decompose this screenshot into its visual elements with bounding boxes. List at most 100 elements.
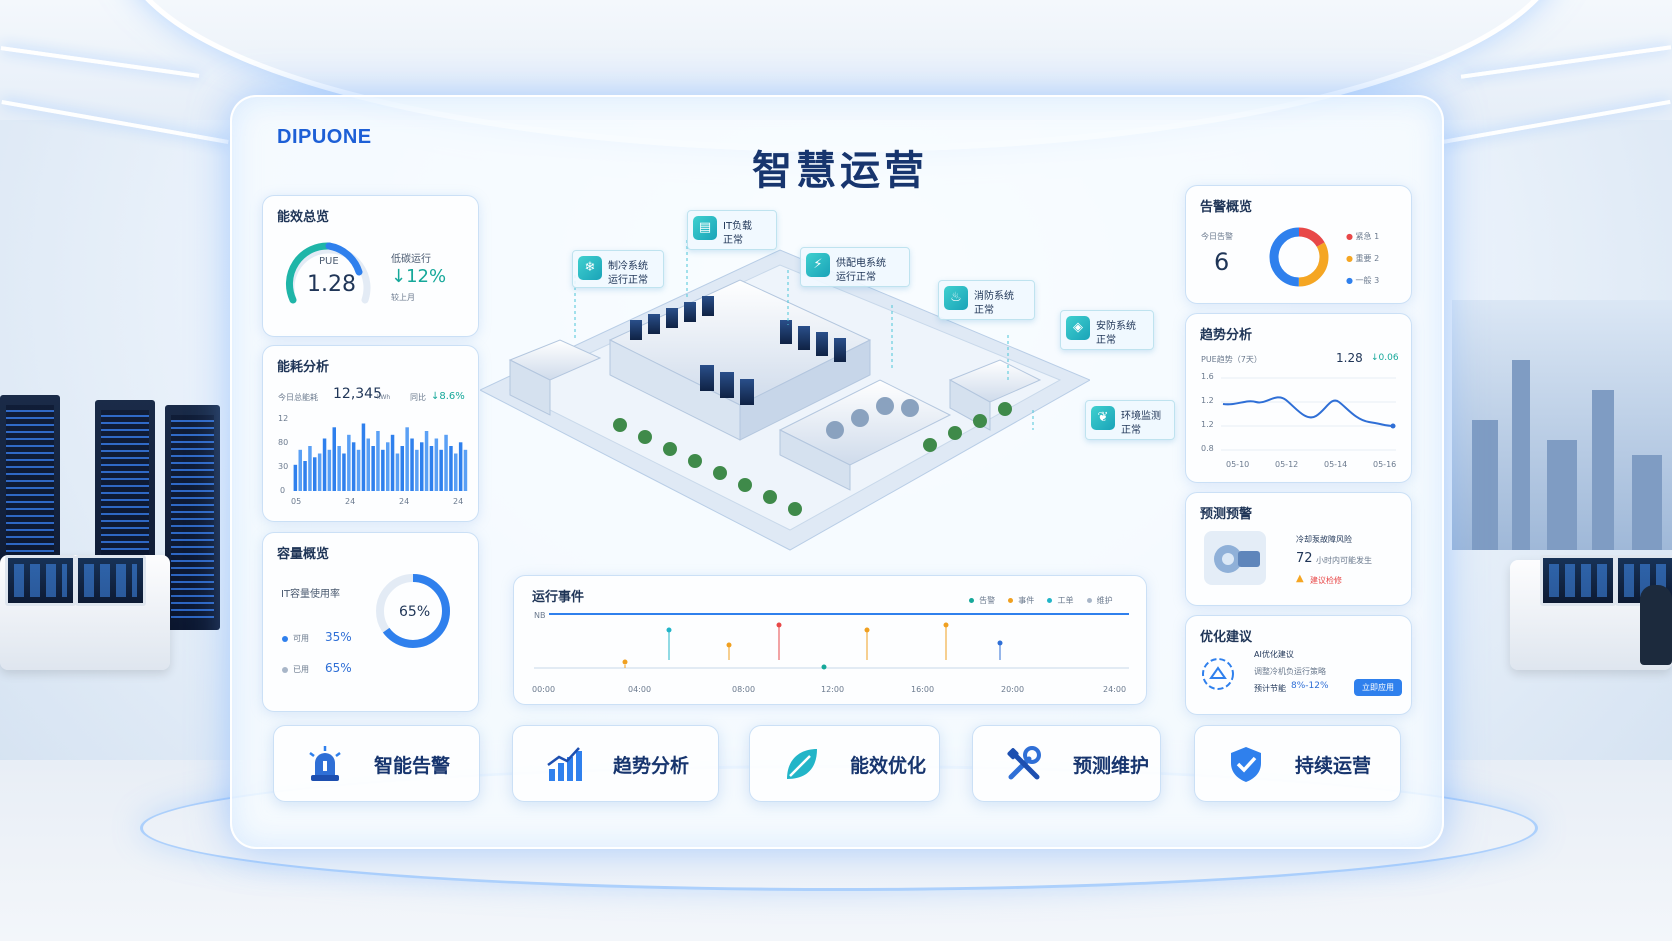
system-name: 供配电系统	[836, 258, 886, 269]
action-efficiency-optimize-button[interactable]: 能效优化	[749, 725, 940, 802]
energy-card[interactable]: 能耗分析 今日总能耗 12,345 kWh 同比 ↓8.6% 12 80 30 …	[262, 345, 479, 522]
x-tick: 04:00	[628, 685, 652, 694]
shield-check-icon	[1231, 747, 1261, 782]
energy-bar	[361, 423, 366, 491]
optimize-card[interactable]: 优化建议 AI优化建议 调整冷机负运行策略 预计节能 8%-12% 立即应用	[1185, 615, 1412, 715]
saving-value: 8%-12%	[1291, 681, 1329, 691]
y-tick: 12	[278, 414, 289, 423]
today-energy-value: 12,345	[333, 386, 382, 402]
today-alarm-label: 今日告警	[1201, 232, 1233, 241]
alarm-level-minor: ● 一般 3	[1346, 276, 1380, 285]
alarm-card[interactable]: 告警概览 今日告警 6 ● 紧急 1 ● 重要 2 ● 一般 3	[1185, 185, 1412, 304]
saving-label: 预计节能	[1254, 684, 1286, 693]
available-label: 可用	[293, 634, 309, 643]
events-legend: 告警 事件 工单 维护	[969, 588, 1113, 607]
action-label: 能效优化	[850, 755, 927, 777]
pump-icon	[1204, 531, 1266, 585]
y-tick: 0	[280, 486, 286, 495]
legend-dot-event	[1008, 598, 1014, 603]
action-continuous-operation-button[interactable]: 持续运营	[1194, 725, 1401, 802]
apply-button[interactable]: 立即应用	[1354, 679, 1402, 696]
system-status: 运行正常	[836, 272, 876, 283]
legend-dot-alarm	[969, 598, 974, 603]
alarm-donut	[1269, 227, 1329, 287]
energy-bar	[410, 438, 414, 491]
energy-bar	[405, 427, 409, 491]
action-label: 持续运营	[1295, 755, 1372, 777]
action-label: 预测维护	[1073, 755, 1150, 777]
legend-label: 维护	[1096, 596, 1113, 605]
legend-dot-workorder	[1047, 598, 1053, 603]
siren-icon	[309, 746, 341, 781]
system-status: 正常	[1096, 335, 1116, 346]
x-tick: 05-14	[1324, 460, 1348, 469]
events-card[interactable]: 运行事件 告警 事件 工单 维护 NB 00:00 04:00 08:00 12…	[513, 575, 1147, 705]
system-tag-it-load[interactable]: ▤ IT负载 正常	[687, 210, 777, 250]
system-status: 正常	[723, 235, 743, 246]
energy-bar	[313, 457, 317, 491]
monitor	[75, 555, 146, 606]
forecast-hours-label: 小时内可能发生	[1316, 556, 1372, 565]
energy-bar	[376, 431, 380, 491]
card-title: 能耗分析	[277, 360, 330, 375]
card-title: 预测预警	[1200, 507, 1253, 522]
action-trend-analysis-button[interactable]: 趋势分析	[512, 725, 719, 802]
capacity-donut	[376, 574, 450, 648]
efficiency-change: ↓12%	[391, 266, 447, 287]
energy-bar	[420, 442, 424, 491]
energy-bar	[327, 449, 332, 491]
energy-bar	[366, 438, 370, 491]
energy-bar	[400, 446, 404, 491]
forecast-item: 冷却泵故障风险	[1296, 535, 1352, 544]
system-tag-power[interactable]: ⚡ 供配电系统 运行正常	[800, 247, 910, 287]
energy-bar	[463, 449, 468, 491]
efficiency-card[interactable]: 能效总览 PUE 1.28 低碳运行 ↓12% 较上月	[262, 195, 479, 337]
x-tick: 05-12	[1275, 460, 1299, 469]
trend-subtitle: PUE趋势（7天）	[1201, 355, 1262, 364]
pue-trend-line	[1221, 377, 1396, 451]
datacenter-3d-model	[480, 240, 1090, 551]
forecast-hours: 72	[1296, 551, 1313, 566]
energy-bar	[303, 461, 307, 491]
compare-label: 较上月	[391, 293, 415, 302]
fire-icon: ♨	[944, 286, 968, 310]
shield-icon: ◈	[1066, 316, 1090, 340]
card-title: 能效总览	[277, 210, 330, 225]
energy-bar	[415, 449, 419, 491]
system-tag-security[interactable]: ◈ 安防系统 正常	[1060, 310, 1154, 350]
action-predictive-maintenance-button[interactable]: 预测维护	[972, 725, 1161, 802]
energy-bar	[337, 446, 341, 491]
trend-card[interactable]: 趋势分析 PUE趋势（7天） 1.28 ↓0.06 1.6 1.2 1.2 0.…	[1185, 313, 1412, 483]
energy-bar	[322, 438, 327, 491]
x-tick: 12:00	[821, 685, 845, 694]
pue-label: PUE	[319, 256, 339, 267]
energy-bar	[439, 449, 443, 491]
energy-bar	[424, 431, 429, 491]
system-name: 环境监测	[1121, 411, 1161, 422]
energy-bar	[381, 449, 385, 491]
action-smart-alarm-button[interactable]: 智能告警	[273, 725, 480, 802]
system-tag-environment[interactable]: ❦ 环境监测 正常	[1085, 400, 1175, 440]
system-tag-fire[interactable]: ♨ 消防系统 正常	[938, 280, 1035, 320]
system-name: 制冷系统	[608, 261, 648, 272]
energy-bar	[386, 442, 390, 491]
system-tag-cooling[interactable]: ❄ 制冷系统 运行正常	[572, 250, 664, 288]
legend-label: 事件	[1018, 596, 1035, 605]
ai-optimize-icon	[1202, 658, 1234, 690]
monitor	[5, 555, 76, 606]
monitor	[1540, 555, 1616, 606]
x-tick: 24	[345, 497, 356, 506]
energy-bar	[390, 434, 395, 491]
capacity-card[interactable]: 容量概览 IT容量使用率 65% 可用 35% 已用 65%	[262, 532, 479, 712]
leaf-icon	[787, 749, 817, 779]
snowflake-icon: ❄	[578, 256, 602, 280]
forecast-card[interactable]: 预测预警 冷却泵故障风险 72 小时内可能发生 ▲ 建议检修	[1185, 492, 1412, 606]
server-rack	[165, 405, 220, 630]
energy-bar	[308, 446, 312, 491]
energy-unit: kWh	[377, 394, 391, 401]
energy-bar	[332, 427, 336, 491]
y-tick: 1.2	[1201, 420, 1214, 429]
alarm-levels: ● 紧急 1 ● 重要 2 ● 一般 3	[1346, 226, 1379, 292]
energy-bar	[293, 464, 298, 491]
energy-bar	[434, 438, 439, 491]
